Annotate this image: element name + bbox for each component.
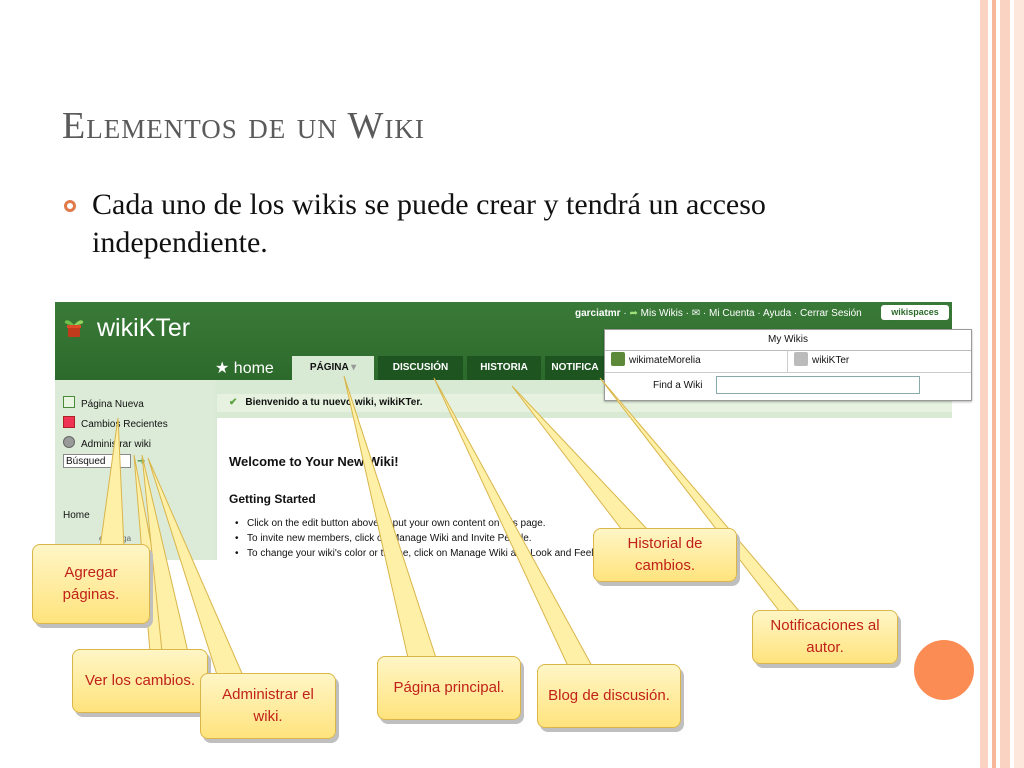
pointer-blog — [433, 377, 593, 667]
sidebar-home-link[interactable]: Home — [63, 510, 90, 521]
wiki-thumb-icon — [794, 352, 808, 366]
gear-icon — [63, 436, 75, 448]
find-wiki-label: Find a Wiki — [653, 380, 703, 391]
calendar-icon — [63, 416, 75, 428]
username[interactable]: garciatmr — [575, 308, 621, 319]
mail-icon[interactable]: ✉ — [691, 308, 701, 319]
user-bar: garciatmr · ➦ Mis Wikis · ✉ · Mi Cuenta … — [575, 308, 862, 319]
tab-pagina[interactable]: PÁGINA ▾ — [292, 356, 374, 380]
decor-stripe — [1000, 0, 1010, 768]
bullet-text: Cada uno de los wikis se puede crear y t… — [92, 188, 766, 259]
arrow-icon: ➦ — [629, 308, 638, 319]
list-item: Click on the edit button above to put yo… — [235, 518, 546, 529]
decor-stripe — [980, 0, 988, 768]
my-wikis-link[interactable]: Mis Wikis — [640, 308, 683, 319]
callout-ver-cambios: Ver los cambios. — [72, 649, 208, 713]
home-link[interactable]: ★ home — [215, 360, 274, 377]
decor-stripe — [992, 0, 996, 768]
tab-historia[interactable]: HISTORIA — [467, 356, 541, 380]
wiki-thumb-icon — [611, 352, 625, 366]
callout-notificaciones: Notificaciones al autor. — [752, 610, 898, 664]
logout-link[interactable]: Cerrar Sesión — [800, 308, 862, 319]
tab-notificaciones[interactable]: NOTIFICA — [545, 356, 605, 380]
content-subheading: Getting Started — [229, 492, 316, 506]
new-page-icon — [63, 396, 75, 408]
callout-agregar: Agregar páginas. — [32, 544, 150, 624]
wiki-main: ✔Bienvenido a tu nuevo wiki, wikiKTer. W… — [217, 380, 952, 560]
wiki-content: Welcome to Your New Wiki! Getting Starte… — [217, 418, 952, 560]
popup-item-wikimatemorelia[interactable]: wikimateMorelia — [605, 350, 788, 373]
search-go-icon[interactable]: ➜ — [137, 456, 146, 467]
callout-historial: Historial de cambios. — [593, 528, 737, 582]
bullet-icon — [64, 200, 76, 212]
help-link[interactable]: Ayuda — [762, 308, 792, 319]
wiki-name[interactable]: wikiKTer — [97, 314, 191, 342]
star-icon: ★ — [215, 360, 234, 377]
pointer-agregar — [99, 417, 125, 549]
decor-circle — [914, 640, 974, 700]
decor-stripe — [1014, 0, 1024, 768]
callout-administrar: Administrar el wiki. — [200, 673, 336, 739]
list-item: To change your wiki's color or theme, cl… — [235, 548, 596, 559]
slide-title: Elementos de un Wiki — [62, 105, 425, 147]
sidebar-item-new-page[interactable]: Página Nueva — [63, 396, 144, 410]
popup-item-wikikter[interactable]: wikiKTer — [788, 350, 971, 373]
content-heading: Welcome to Your New Wiki! — [229, 454, 399, 469]
tab-discusion[interactable]: DISCUSIÓN — [378, 356, 463, 380]
my-wikis-popup: My Wikis wikimateMorelia wikiKTer Find a… — [604, 329, 972, 401]
check-icon: ✔ — [229, 397, 238, 408]
sidebar-item-recent-changes[interactable]: Cambios Recientes — [63, 416, 168, 430]
callout-pagina-principal: Página principal. — [377, 656, 521, 720]
pointer-historial — [511, 385, 650, 531]
find-wiki-input[interactable] — [716, 376, 920, 394]
pointer-pagina — [343, 375, 437, 659]
popup-title: My Wikis — [605, 330, 971, 351]
chevron-down-icon: ▾ — [351, 362, 357, 373]
account-link[interactable]: Mi Cuenta — [709, 308, 755, 319]
wikispaces-badge[interactable]: wikispaces — [881, 305, 949, 320]
callout-blog: Blog de discusión. — [537, 664, 681, 728]
plant-icon — [64, 320, 84, 337]
